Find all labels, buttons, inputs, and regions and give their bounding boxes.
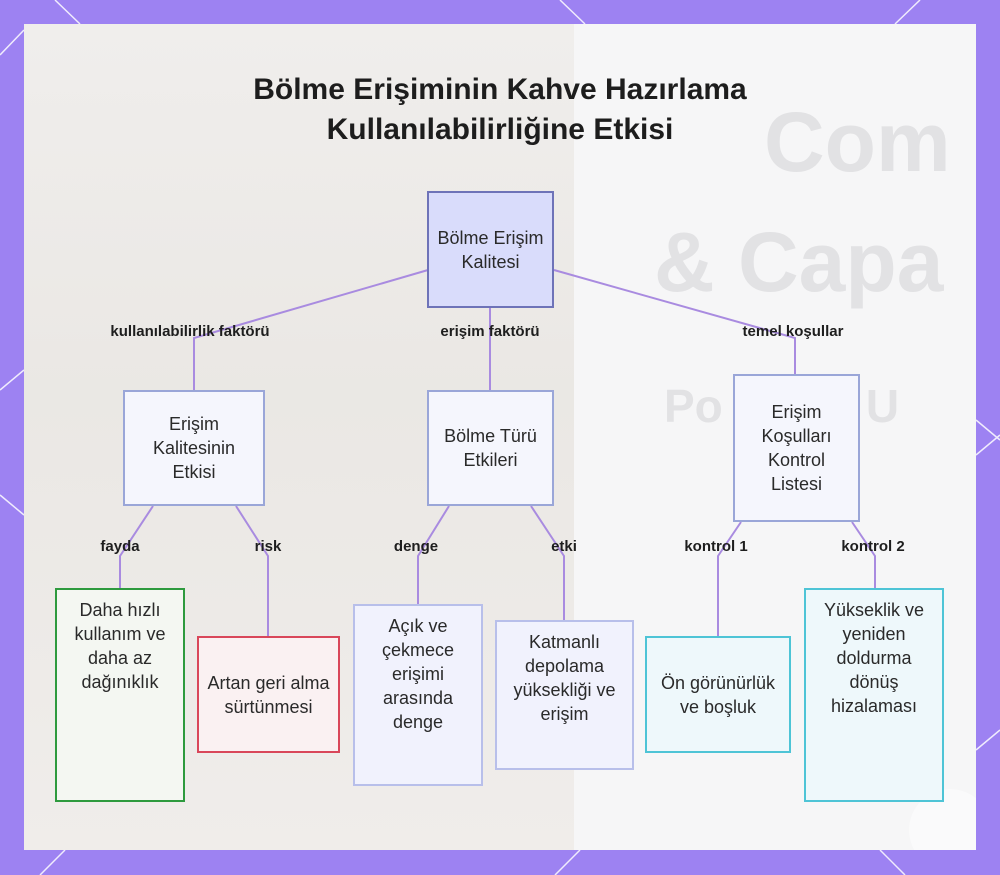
edge-label-effect: etki	[551, 538, 577, 555]
node-open-drawer-balance: Açık ve çekmece erişimi arasında denge	[353, 604, 483, 786]
title-line-1: Bölme Erişiminin Kahve Hazırlama	[253, 73, 747, 106]
node-height-refill-alignment: Yükseklik ve yeniden doldurma dönüş hiza…	[804, 588, 944, 802]
edge-root-right	[553, 269, 796, 374]
node-retrieval-friction: Artan geri alma sürtünmesi	[197, 636, 340, 753]
node-access-quality-effect: Erişim Kalitesinin Etkisi	[123, 390, 265, 506]
edge-label-risk: risk	[254, 538, 282, 555]
title-line-2: Kullanılabilirliğine Etkisi	[326, 113, 674, 146]
edge-left-risk	[235, 505, 269, 636]
edge-center-denge	[417, 505, 450, 604]
edge-right-kontrol1	[717, 521, 742, 636]
edge-label-access-factor: erişim faktörü	[440, 323, 540, 340]
node-front-visibility: Ön görünürlük ve boşluk	[645, 636, 791, 753]
diagram-title: Bölme Erişiminin Kahve Hazırlama Kullanı…	[0, 70, 1000, 150]
node-compartment-type-effects: Bölme Türü Etkileri	[427, 390, 554, 506]
background-watermark-text: Com	[764, 95, 951, 189]
edge-right-kontrol2	[851, 521, 876, 588]
edge-label-control-2: kontrol 2	[841, 538, 905, 555]
node-root: Bölme Erişim Kalitesi	[427, 191, 554, 308]
edge-left-fayda	[119, 505, 154, 588]
node-layered-storage: Katmanlı depolama yüksekliği ve erişim	[495, 620, 634, 770]
edge-label-basic-conditions: temel koşullar	[742, 323, 844, 340]
edge-label-usability-factor: kullanılabilirlik faktörü	[110, 323, 270, 340]
edge-center-etki	[530, 505, 565, 620]
edge-label-benefit: fayda	[100, 538, 140, 555]
node-access-conditions-checklist: Erişim Koşulları Kontrol Listesi	[733, 374, 860, 522]
edge-label-balance: denge	[393, 538, 439, 555]
node-faster-use: Daha hızlı kullanım ve daha az dağınıklı…	[55, 588, 185, 802]
edge-label-control-1: kontrol 1	[684, 538, 748, 555]
edge-root-left	[193, 269, 429, 390]
background-watermark-text: & Capa	[654, 215, 944, 309]
